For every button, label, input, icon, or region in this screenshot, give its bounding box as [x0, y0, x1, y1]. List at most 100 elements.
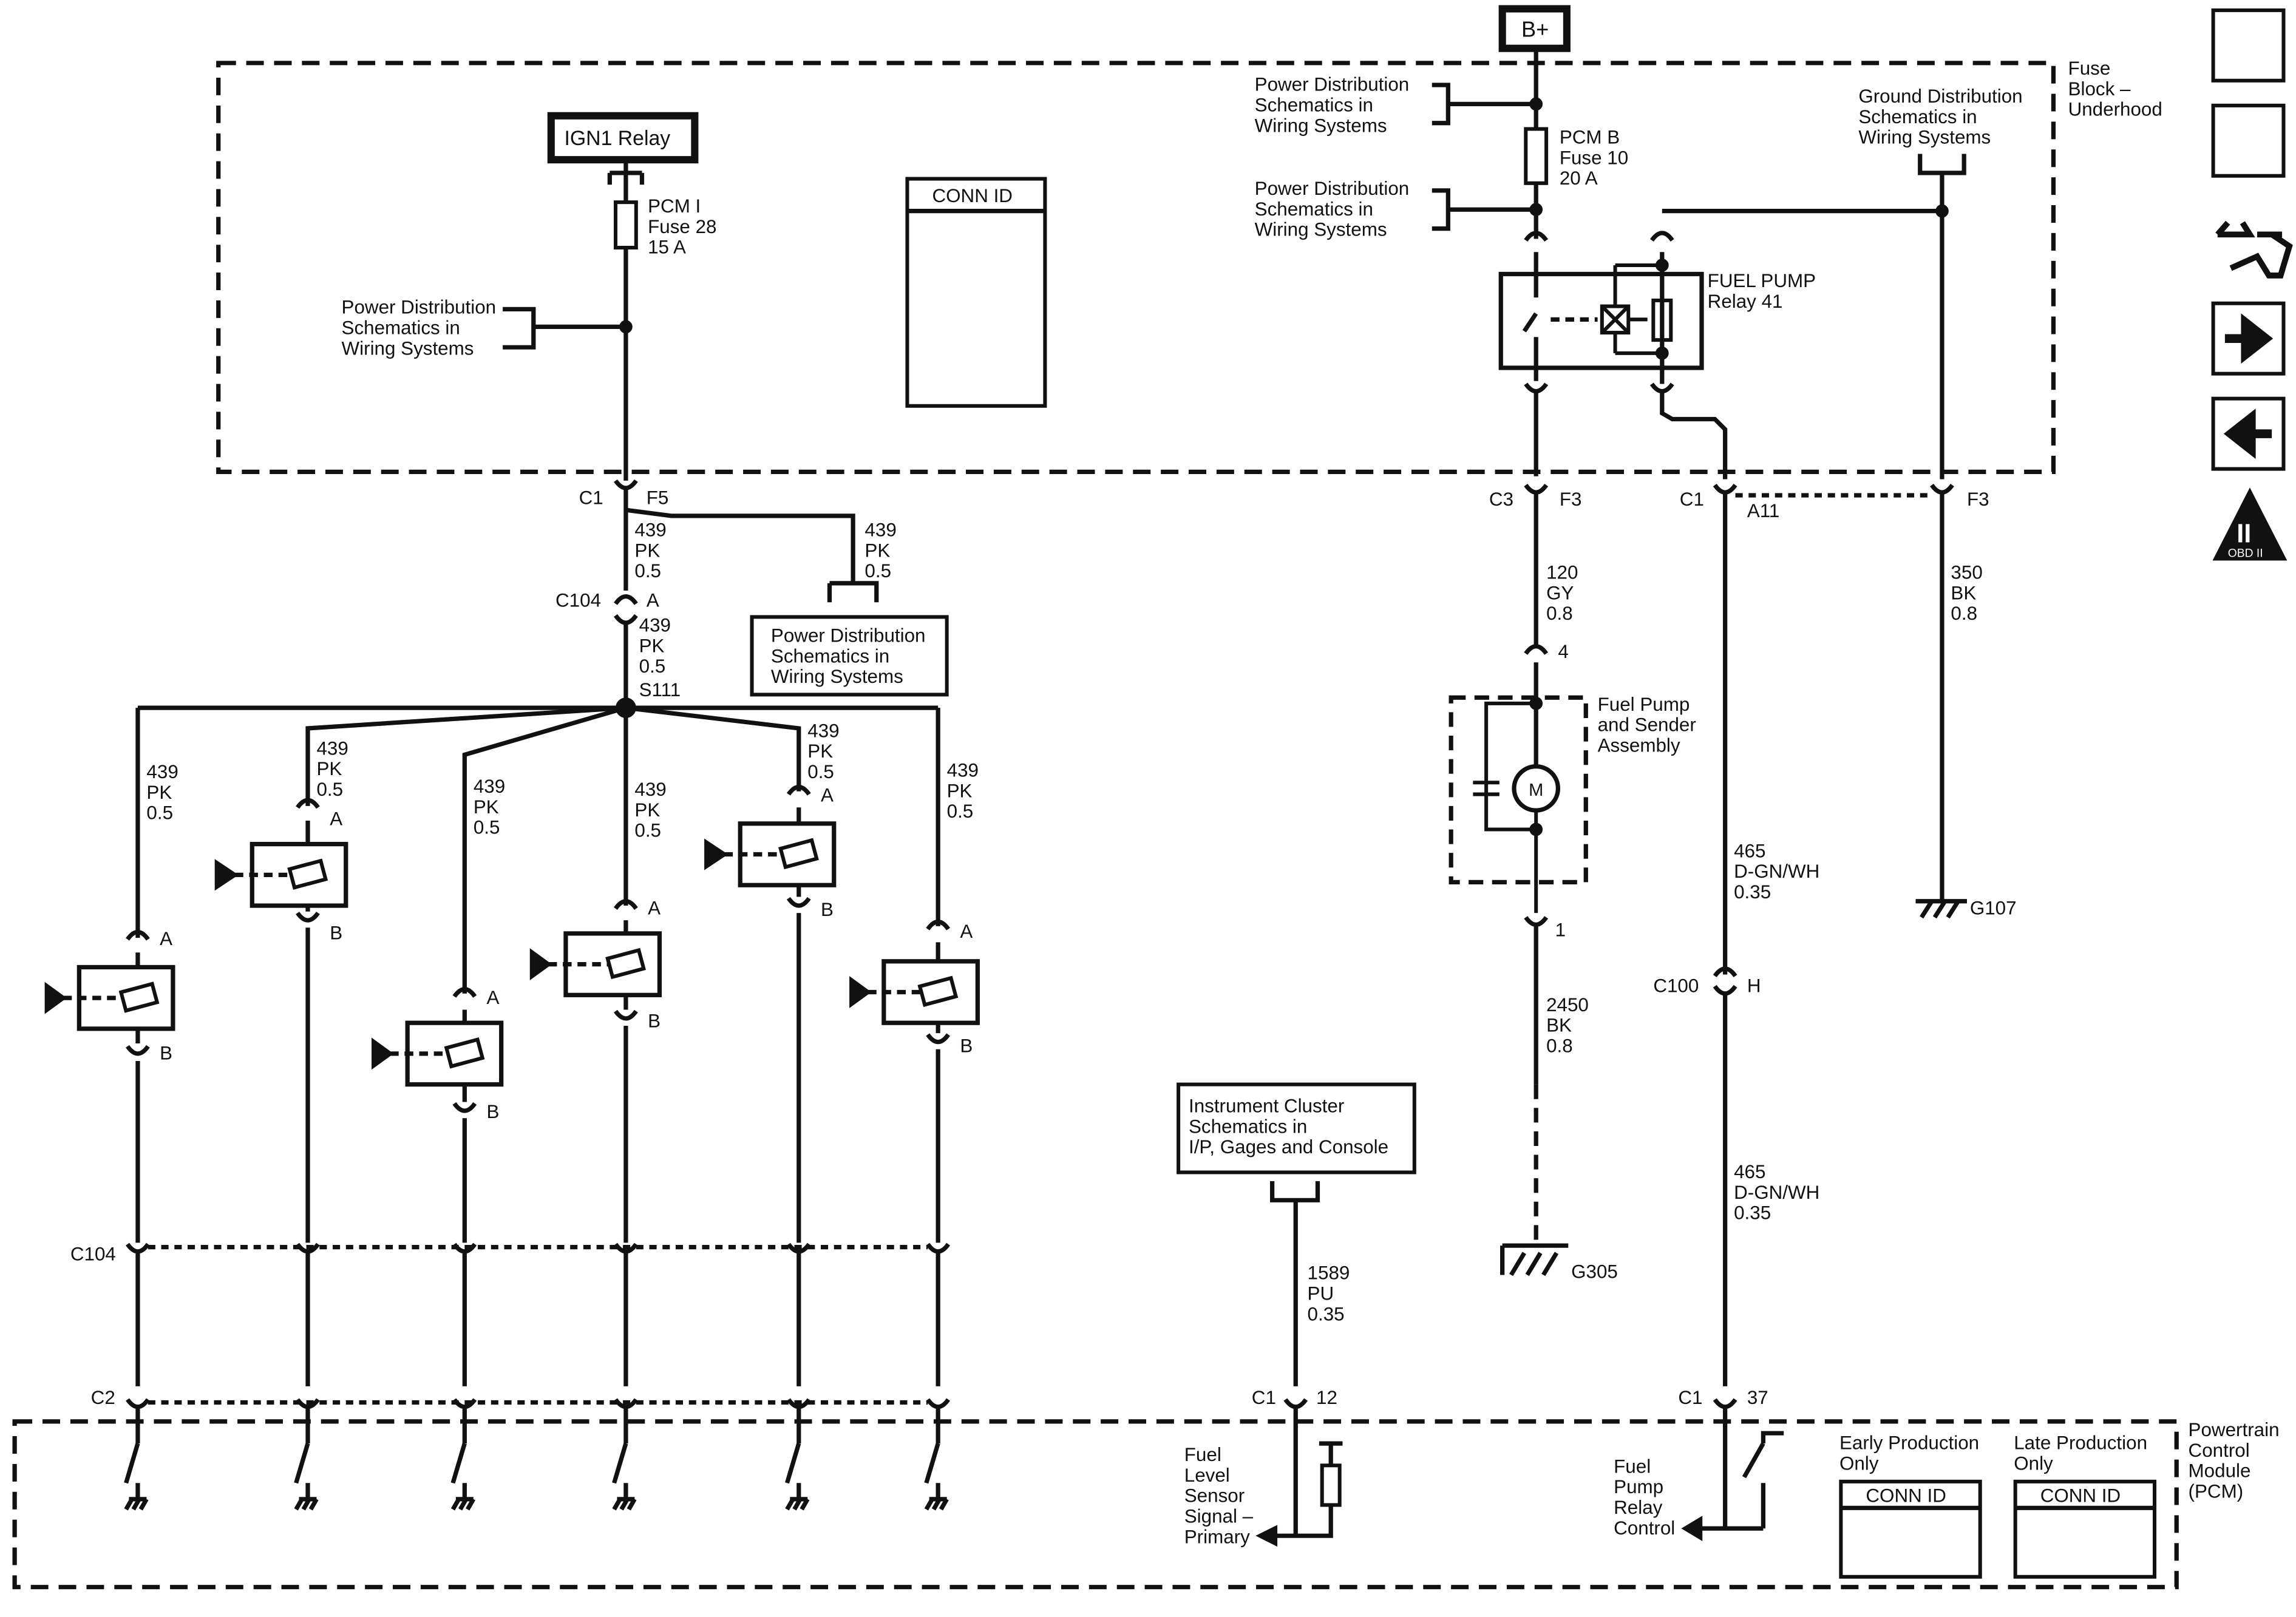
ground-distribution-stub: [1918, 154, 1966, 480]
g305-ground: [1500, 1243, 1569, 1276]
fuel-pump-relay-control-switch: [1700, 1431, 1784, 1531]
ign1-stub: [607, 160, 645, 203]
late-conn-id-box: [2013, 1479, 2157, 1579]
h-label: H: [1747, 975, 1761, 996]
c100-label: C100: [1653, 975, 1699, 996]
pcm-injector-switches: [124, 1443, 949, 1511]
fuel-level-sensor-circuit: [1275, 1441, 1343, 1538]
c104-pins: [126, 1242, 951, 1386]
pin1-label: 1: [1555, 920, 1566, 941]
g107-ground: [1915, 899, 1967, 919]
obd-text: OBD II: [2228, 547, 2263, 560]
pump-connector-4: [1524, 644, 1549, 767]
c2-label-row: C2: [91, 1387, 115, 1408]
c104-a-connector: [614, 594, 638, 707]
pin4-label: 4: [1558, 641, 1568, 662]
pcm-i-fuse: [613, 200, 638, 250]
instrument-cluster-stub: [1269, 1181, 1320, 1386]
c100-h-connector: [1713, 966, 1737, 1386]
f5-label: F5: [647, 487, 669, 509]
relay-contacts: [1522, 231, 1549, 476]
pin12-label: 12: [1316, 1387, 1337, 1408]
late-conn-id-title: CONN ID: [2040, 1485, 2121, 1507]
desc-icon[interactable]: [2211, 103, 2286, 178]
ign1-relay-box: [547, 112, 699, 164]
injectors-group: [44, 784, 980, 1243]
b-plus-label: B+: [1521, 16, 1549, 41]
motor-label: M: [1529, 781, 1543, 800]
c1-a11-c1-label: C1: [1680, 489, 1704, 510]
injector-2-pin-a: A: [330, 808, 342, 829]
fuse-block-underhood-boundary: [216, 61, 2056, 475]
previous-page-icon[interactable]: [2211, 396, 2286, 471]
bus-fan-lines: [305, 705, 801, 994]
obd-ii-icon[interactable]: [2212, 487, 2288, 561]
early-conn-id-box: [1839, 1479, 1982, 1579]
c104-a-label: A: [647, 590, 659, 611]
power-distribution-bracket-1: [1432, 83, 1537, 126]
injector-4-pin-a: A: [648, 898, 661, 919]
early-conn-id-title: CONN ID: [1866, 1485, 1946, 1507]
power-distribution-bracket-ign: [503, 307, 626, 350]
pump-connector-1: [1524, 916, 1549, 1085]
c3-f3-label: F3: [1560, 489, 1582, 510]
c1-label: C1: [579, 487, 603, 509]
next-page-icon[interactable]: [2211, 301, 2286, 376]
a11-label: A11: [1747, 500, 1780, 521]
injector-3-pin-a: A: [487, 987, 500, 1008]
c3-f3-connector: [1524, 483, 1549, 645]
bus-drops: [135, 708, 940, 938]
fuel-pump-relay-box: [1498, 271, 1704, 370]
pk-branch-wire: [625, 507, 879, 603]
injector-5-pin-b: B: [821, 899, 834, 920]
pcm-boundary: [12, 1419, 2179, 1590]
injector-1-pin-b: B: [160, 1043, 172, 1064]
injector-2-pin-b: B: [330, 923, 342, 944]
power-distribution-box: [750, 615, 949, 697]
c104-label-row: C104: [70, 1243, 116, 1264]
c1-pin-12: [1283, 1398, 1308, 1536]
c1-f5-connector: [614, 479, 638, 591]
injector-6-pin-b: B: [960, 1035, 973, 1056]
c2-pins: [126, 1398, 951, 1444]
c1-f3-label: F3: [1967, 489, 1989, 510]
injector-6-pin-a: A: [960, 921, 973, 942]
connector-tool-icon[interactable]: [2215, 220, 2293, 279]
injector-1-pin-a: A: [160, 928, 172, 949]
obd-numeral: II: [2237, 519, 2251, 548]
c1-pin37-c1-label: C1: [1678, 1387, 1702, 1408]
c1-f3-connector: [1930, 483, 1954, 900]
c1-pin-37: [1713, 1398, 1737, 1529]
injector-3-pin-b: B: [487, 1101, 500, 1122]
loc-icon[interactable]: [2211, 8, 2286, 83]
conn-id-box: [905, 177, 1047, 408]
injector-4-pin-b: B: [648, 1010, 661, 1031]
